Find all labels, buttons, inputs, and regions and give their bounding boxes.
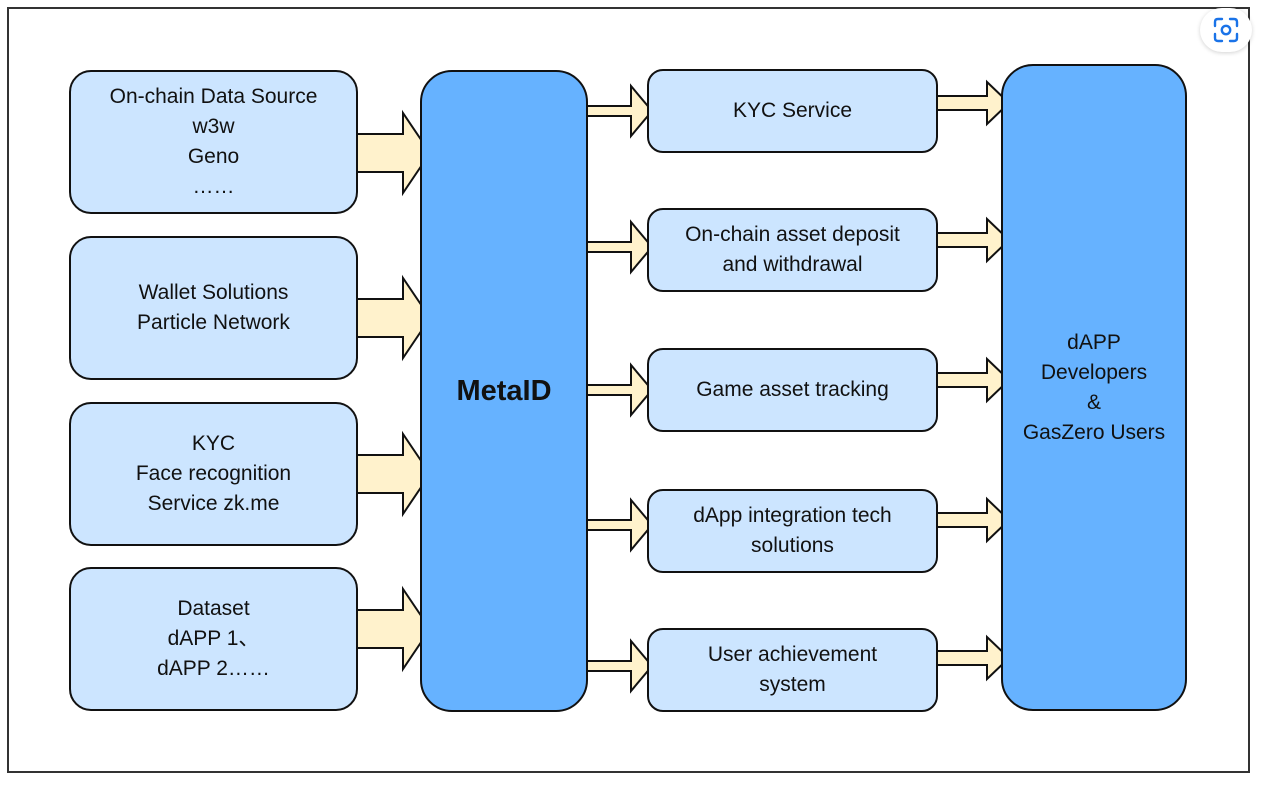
- service-4-line-1: dApp integration tech: [693, 504, 892, 527]
- service-4-line-2: solutions: [751, 534, 834, 557]
- service-5-line-1: User achievement: [707, 643, 878, 666]
- source-3-line-2: Face recognition: [135, 462, 292, 485]
- service-box-game-asset: Game asset tracking: [647, 348, 938, 432]
- source-1-line-4: ……: [192, 175, 235, 198]
- source-1-line-1: On-chain Data Source: [109, 85, 318, 108]
- target-line-2: Developers: [1040, 360, 1148, 384]
- source-1-line-2: w3w: [192, 115, 235, 138]
- service-box-dapp-integration: dApp integration tech solutions: [647, 489, 938, 573]
- service-box-achievement: User achievement system: [647, 628, 938, 712]
- source-4-line-2: dAPP 1、: [167, 627, 260, 650]
- source-4-line-1: Dataset: [177, 597, 250, 620]
- source-box-onchain-data: On-chain Data Source w3w Geno ……: [69, 70, 358, 214]
- service-2-line-2: and withdrawal: [722, 253, 863, 276]
- source-3-line-3: Service zk.me: [147, 492, 280, 515]
- arrow-source-2: [348, 274, 432, 362]
- service-1-line-1: KYC Service: [732, 99, 853, 122]
- scan-icon: [1213, 17, 1239, 43]
- service-box-asset-deposit: On-chain asset deposit and withdrawal: [647, 208, 938, 292]
- source-box-wallet: Wallet Solutions Particle Network: [69, 236, 358, 380]
- source-2-line-1: Wallet Solutions: [138, 281, 289, 304]
- arrow-service-target-3: [928, 356, 1011, 404]
- metaid-hub: MetaID: [420, 70, 588, 712]
- visual-search-button[interactable]: [1200, 8, 1252, 52]
- source-box-kyc: KYC Face recognition Service zk.me: [69, 402, 358, 546]
- source-4-line-3: dAPP 2……: [157, 657, 270, 680]
- source-box-dataset: Dataset dAPP 1、 dAPP 2……: [69, 567, 358, 711]
- arrow-source-3: [348, 430, 432, 518]
- source-1-line-3: Geno: [187, 145, 240, 168]
- arrow-source-1: [348, 109, 432, 197]
- target-line-1: dAPP: [1067, 330, 1121, 354]
- target-line-3: &: [1086, 390, 1101, 414]
- target-line-4: GasZero Users: [1022, 420, 1166, 444]
- arrow-service-target-4: [928, 496, 1011, 544]
- service-2-line-1: On-chain asset deposit: [685, 223, 900, 246]
- service-box-kyc: KYC Service: [647, 69, 938, 153]
- arrow-service-target-2: [928, 216, 1011, 264]
- service-3-line-1: Game asset tracking: [696, 378, 889, 401]
- metaid-label: MetaID: [456, 374, 552, 407]
- service-5-line-2: system: [759, 673, 826, 696]
- arrow-service-target-5: [928, 634, 1011, 682]
- arrow-source-4: [348, 585, 432, 673]
- source-2-line-2: Particle Network: [137, 311, 290, 334]
- dapp-developers-box: dAPP Developers & GasZero Users: [1001, 64, 1187, 711]
- source-3-line-1: KYC: [191, 432, 236, 455]
- arrow-service-target-1: [928, 79, 1011, 127]
